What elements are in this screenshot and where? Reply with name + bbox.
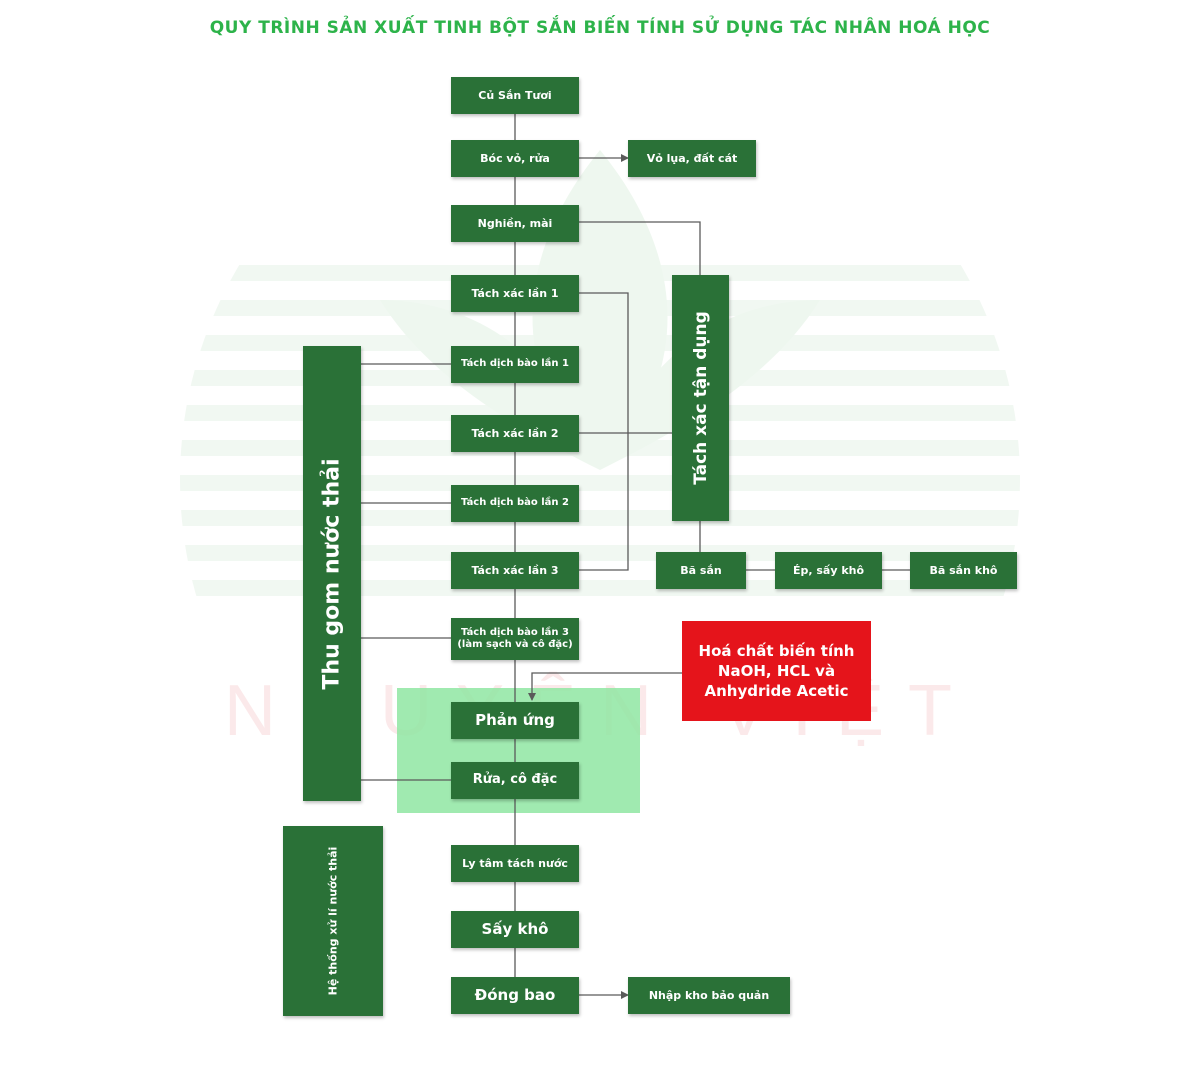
chemical-input-box: Hoá chất biến tính NaOH, HCL và Anhydrid… bbox=[682, 621, 871, 721]
step-rua-co-dac: Rửa, cô đặc bbox=[451, 762, 579, 799]
step-tach-xac-tan-dung-label: Tách xác tận dụng bbox=[690, 311, 711, 485]
connector-tach-xac-1-3-bus bbox=[579, 292, 629, 571]
step-ep-say-kho: Ép, sấy khô bbox=[775, 552, 882, 589]
step-thu-gom-nuoc-thai: Thu gom nước thải bbox=[303, 346, 361, 801]
step-dong-bao: Đóng bao bbox=[451, 977, 579, 1014]
step-tach-dich-3-line1: Tách dịch bào lần 3 bbox=[461, 626, 569, 638]
step-tach-xac-1: Tách xác lần 1 bbox=[451, 275, 579, 312]
connector-nghien-to-tan-dung bbox=[579, 221, 701, 275]
step-tach-dich-3-line2: (làm sạch và cô đặc) bbox=[457, 639, 573, 650]
step-say-kho: Sấy khô bbox=[451, 911, 579, 948]
chemical-line3: Anhydride Acetic bbox=[704, 682, 849, 701]
step-tach-xac-3: Tách xác lần 3 bbox=[451, 552, 579, 589]
step-nhap-kho-bao-quan: Nhập kho bảo quản bbox=[628, 977, 790, 1014]
chemical-line2: NaOH, HCL và bbox=[717, 661, 836, 680]
step-thu-gom-nuoc-thai-label: Thu gom nước thải bbox=[319, 457, 345, 690]
step-he-thong-xu-li-nuoc-thai: Hệ thống xử lí nước thải bbox=[283, 826, 383, 1016]
step-tach-dich-2: Tách dịch bào lần 2 bbox=[451, 485, 579, 522]
step-ba-san: Bã sắn bbox=[656, 552, 746, 589]
step-cu-san-tuoi: Củ Sắn Tươi bbox=[451, 77, 579, 114]
diagram-title: QUY TRÌNH SẢN XUẤT TINH BỘT SẮN BIẾN TÍN… bbox=[209, 18, 991, 38]
chemical-line1: Hoá chất biến tính bbox=[698, 641, 855, 660]
step-ly-tam-tach-nuoc: Ly tâm tách nước bbox=[451, 845, 579, 882]
step-ba-san-kho: Bã sắn khô bbox=[910, 552, 1017, 589]
step-tach-dich-1: Tách dịch bào lần 1 bbox=[451, 346, 579, 383]
step-boc-vo-rua: Bóc vỏ, rửa bbox=[451, 140, 579, 177]
step-tach-xac-2: Tách xác lần 2 bbox=[451, 415, 579, 452]
step-tach-xac-tan-dung: Tách xác tận dụng bbox=[672, 275, 729, 521]
step-tach-dich-3: Tách dịch bào lần 3 (làm sạch và cô đặc) bbox=[451, 618, 579, 660]
step-nghien-mai: Nghiền, mài bbox=[451, 205, 579, 242]
step-phan-ung: Phản ứng bbox=[451, 702, 579, 739]
step-vo-lua-dat-cat: Vỏ lụa, đất cát bbox=[628, 140, 756, 177]
step-he-thong-xu-li-label: Hệ thống xử lí nước thải bbox=[326, 846, 340, 996]
connector-chemical-to-phan-ung bbox=[528, 672, 682, 701]
